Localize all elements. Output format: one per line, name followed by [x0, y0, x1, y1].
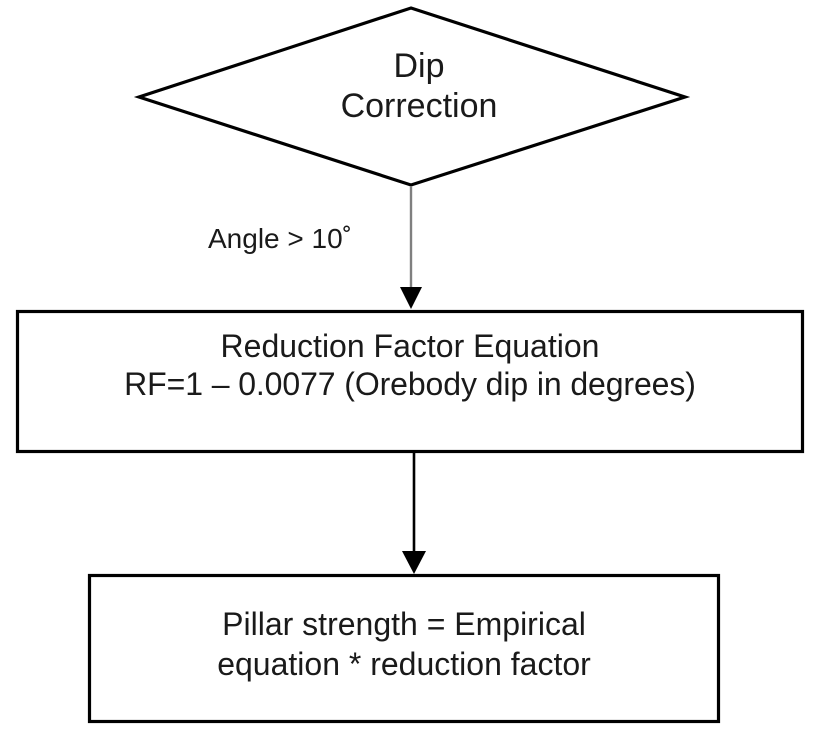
- decision-diamond-shape[interactable]: [133, 6, 691, 187]
- connector-decision-to-reduction-arrowhead: [400, 287, 422, 309]
- process-box-pillar-strength[interactable]: [87, 573, 721, 724]
- process-box-reduction-factor[interactable]: [15, 309, 805, 454]
- connector-reduction-to-pillar-arrowhead: [402, 551, 426, 574]
